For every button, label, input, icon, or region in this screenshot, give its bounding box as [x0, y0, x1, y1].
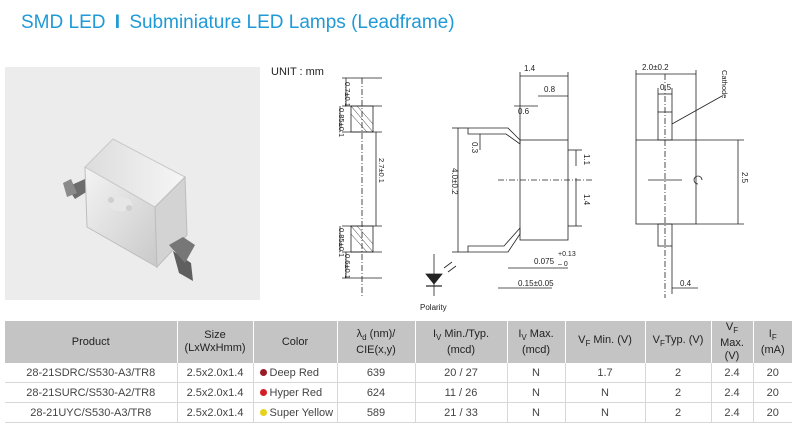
- dim-bottom: 0.15±0.05: [518, 279, 554, 288]
- cell-color: Hyper Red: [253, 382, 338, 404]
- dim-top-width: 1.4: [524, 64, 536, 73]
- dim-tol-pos: +0.13: [558, 251, 576, 258]
- cell-wavelength: 639: [337, 363, 416, 384]
- dimension-drawing: 0.7±0.1 0.85±0.1 2.7±0.1 0.85±0.1 0.6±0.…: [262, 58, 794, 320]
- dim-right-height: 2.5: [740, 172, 749, 184]
- polarity-symbol: [425, 254, 457, 296]
- col-size: Size(LxWxHmm): [177, 321, 254, 364]
- cell-if: 20: [753, 382, 792, 404]
- title-separator: I: [114, 12, 121, 33]
- side-view: [452, 72, 592, 289]
- footprint-view: [339, 77, 382, 298]
- dim-left-d: 0.85±0.1: [337, 228, 346, 257]
- cell-if: 20: [753, 402, 792, 424]
- cell-size: 2.5x2.0x1.4: [177, 402, 254, 424]
- cell-product: 28-21SDRC/S530-A3/TR8: [5, 363, 178, 384]
- dim-small: 0.3: [470, 142, 479, 154]
- page-title: SMD LED I Subminiature LED Lamps (Leadfr…: [21, 12, 455, 34]
- cell-vf-max: 2.4: [711, 402, 754, 424]
- dim-left-a: 0.7±0.1: [343, 82, 352, 107]
- table-header-row: Product Size(LxWxHmm) Color λd (nm)/CIE(…: [5, 321, 792, 364]
- dim-left-c: 2.7±0.1: [377, 158, 386, 183]
- cell-size: 2.5x2.0x1.4: [177, 363, 254, 384]
- cell-vf-min: 1.7: [565, 363, 646, 384]
- cell-vf-min: N: [565, 382, 646, 404]
- col-color: Color: [253, 321, 338, 364]
- dim-tol-neg: – 0: [558, 261, 568, 268]
- cell-color: Super Yellow: [253, 402, 338, 424]
- dim-right-bottom: 0.4: [680, 279, 692, 288]
- col-vf-max: VF Max.(V): [711, 321, 754, 364]
- cell-iv: 11 / 26: [415, 382, 508, 404]
- dim-offset: 0.075: [534, 257, 555, 266]
- cell-iv-max: N: [507, 402, 566, 424]
- cell-vf-min: N: [565, 402, 646, 424]
- cell-vf-typ: 2: [645, 382, 712, 404]
- dim-top-inner: 0.8: [544, 85, 556, 94]
- cell-vf-typ: 2: [645, 363, 712, 384]
- table-row: 28-21SURC/S530-A2/TR8 2.5x2.0x1.4 Hyper …: [5, 382, 792, 404]
- title-prefix: SMD LED: [21, 12, 106, 33]
- cell-vf-max: 2.4: [711, 382, 754, 404]
- product-photo: [5, 67, 260, 300]
- col-vf-min: VF Min. (V): [565, 321, 646, 364]
- cell-color: Deep Red: [253, 363, 338, 384]
- col-wavelength: λd (nm)/CIE(x,y): [337, 321, 416, 364]
- table-row: 28-21SDRC/S530-A3/TR8 2.5x2.0x1.4 Deep R…: [5, 363, 792, 384]
- cell-iv-max: N: [507, 382, 566, 404]
- dim-right-width: 2.0±0.2: [642, 63, 669, 72]
- color-dot-icon: [259, 388, 267, 396]
- cell-size: 2.5x2.0x1.4: [177, 382, 254, 404]
- color-dot-icon: [259, 408, 267, 416]
- led-photo-image: [63, 138, 195, 281]
- cell-product: 28-21SURC/S530-A2/TR8: [5, 382, 178, 404]
- cell-product: 28-21UYC/S530-A3/TR8: [5, 402, 178, 424]
- cell-iv-max: N: [507, 363, 566, 384]
- col-product: Product: [5, 321, 178, 364]
- dim-left-e: 0.6±0.1: [343, 254, 352, 279]
- title-text: Subminiature LED Lamps (Leadframe): [129, 12, 455, 33]
- unit-label: UNIT : mm: [271, 66, 324, 78]
- cell-vf-max: 2.4: [711, 363, 754, 384]
- cell-iv: 21 / 33: [415, 402, 508, 424]
- dim-lead: 0.6: [518, 107, 530, 116]
- dim-left-b: 0.85±0.1: [337, 108, 346, 137]
- front-view: [635, 70, 744, 298]
- cell-wavelength: 624: [337, 382, 416, 404]
- dim-right-inner: 0.5: [660, 83, 672, 92]
- col-vf-typ: VFTyp. (V): [645, 321, 712, 364]
- cell-if: 20: [753, 363, 792, 384]
- dim-height: 4.0±0.2: [450, 168, 459, 195]
- product-table: Product Size(LxWxHmm) Color λd (nm)/CIE(…: [5, 321, 792, 424]
- cathode-label: Cathode: [720, 70, 729, 98]
- cell-wavelength: 589: [337, 402, 416, 424]
- table-row: 28-21UYC/S530-A3/TR8 2.5x2.0x1.4 Super Y…: [5, 402, 792, 424]
- polarity-label: Polarity: [420, 303, 447, 312]
- col-if: IF(mA): [760, 327, 785, 356]
- dim-side-b: 1.4: [582, 194, 591, 206]
- dim-side-a: 1.1: [582, 154, 591, 166]
- cell-iv: 20 / 27: [415, 363, 508, 384]
- cell-vf-typ: 2: [645, 402, 712, 424]
- color-dot-icon: [259, 368, 267, 376]
- col-iv-max: IV Max.(mcd): [507, 321, 566, 364]
- col-iv-min-typ: IV Min./Typ.(mcd): [415, 321, 508, 364]
